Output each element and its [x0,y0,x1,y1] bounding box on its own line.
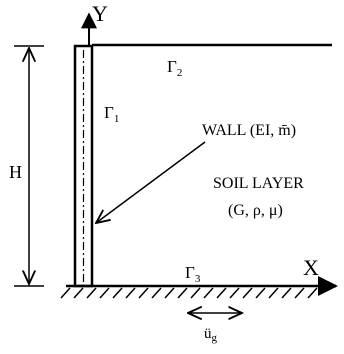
hatch-stroke [268,287,279,299]
gamma-3-label: Γ3 [185,263,201,285]
hatch-stroke [112,287,123,299]
soil-layer-label: SOIL LAYER [213,175,304,192]
hatch-stroke [294,287,305,299]
y-axis-label: Y [92,1,108,26]
wall-pointer-arrow [96,141,206,223]
base-hatching [60,287,318,299]
hatch-stroke [307,287,318,299]
hatch-stroke [125,287,136,299]
hatch-stroke [216,287,227,299]
gamma-2-label: Γ2 [167,57,182,79]
hatch-stroke [255,287,266,299]
hatch-stroke [281,287,292,299]
hatch-stroke [60,287,71,299]
hatch-stroke [99,287,110,299]
hatch-stroke [164,287,175,299]
hatch-stroke [73,287,84,299]
hatch-stroke [177,287,188,299]
hatch-stroke [203,287,214,299]
height-label: H [9,162,22,182]
hatch-stroke [86,287,97,299]
x-axis-label: X [303,255,319,280]
gamma-1-label: Γ1 [104,103,119,125]
hatch-stroke [138,287,149,299]
ground-acceleration-label: üg [204,326,218,344]
hatch-stroke [190,287,201,299]
hatch-stroke [229,287,240,299]
soil-properties-label: (G, ρ, μ) [228,202,283,219]
hatch-stroke [151,287,162,299]
hatch-stroke [242,287,253,299]
wall-label: WALL (EI, m̄) [202,122,296,139]
